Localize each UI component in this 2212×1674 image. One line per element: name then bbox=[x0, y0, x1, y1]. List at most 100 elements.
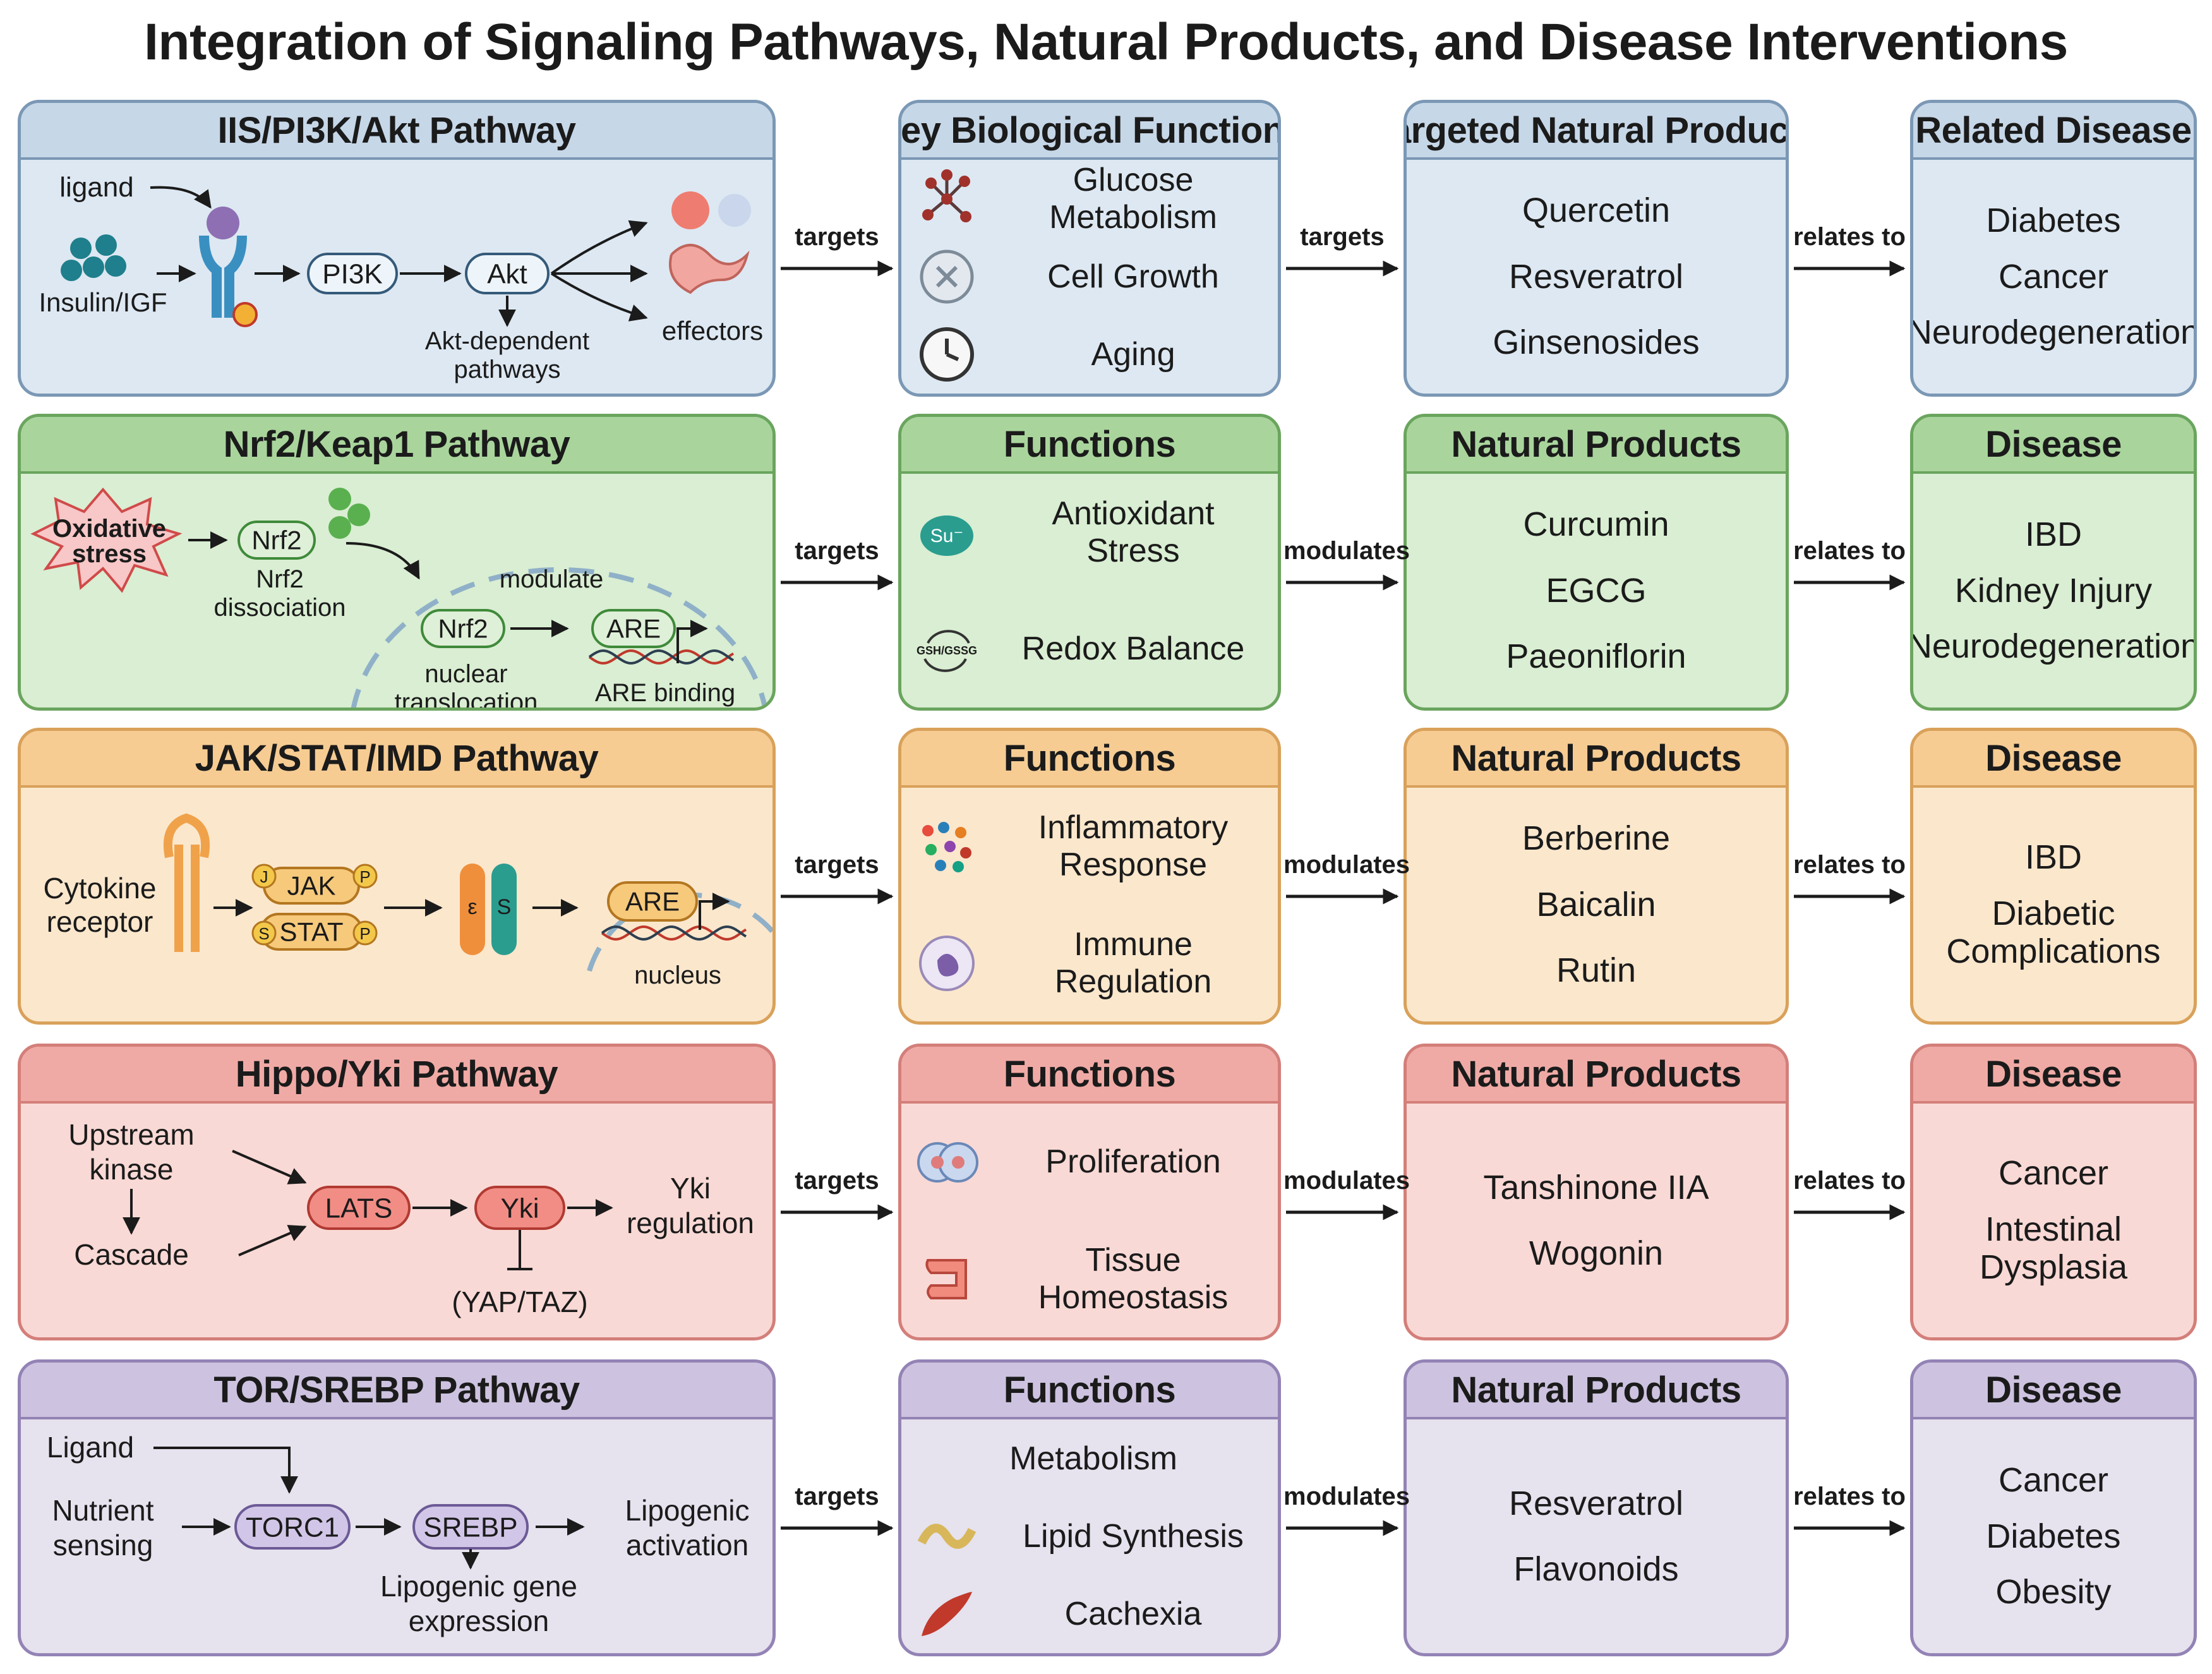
stat-dimer-icon bbox=[491, 864, 517, 955]
j-label: J bbox=[260, 867, 268, 886]
lipogenic-label: Lipogenic bbox=[625, 1494, 750, 1527]
insulin-molecule bbox=[70, 238, 92, 259]
are-node bbox=[591, 609, 676, 648]
connector-3: relates to bbox=[1791, 1167, 1908, 1230]
cascade-arrow bbox=[238, 1225, 307, 1256]
dots-icon bbox=[922, 821, 971, 872]
product-item: Curcumin bbox=[1523, 505, 1669, 544]
phosphate-icon bbox=[352, 920, 378, 946]
transcription-arrow bbox=[676, 620, 708, 663]
connector-label: modulates bbox=[1283, 1483, 1410, 1510]
function-item: Lipid Synthesis bbox=[915, 1502, 1271, 1571]
function-label: Lipid Synthesis bbox=[1023, 1517, 1244, 1555]
torc1-node bbox=[234, 1504, 351, 1550]
connector-label: targets bbox=[795, 223, 879, 251]
dna-strand bbox=[588, 649, 735, 665]
jak-label: JAK bbox=[287, 871, 335, 901]
keap1-icon bbox=[347, 503, 370, 526]
pathway-box-title: Nrf2/Keap1 Pathway bbox=[21, 417, 772, 474]
insulin-label: Insulin/IGF bbox=[39, 287, 167, 317]
disease-item: Neurodegeneration bbox=[1910, 627, 2197, 666]
product-item: Flavonoids bbox=[1513, 1550, 1679, 1588]
phosphate-icon bbox=[251, 920, 277, 946]
product-item: Resveratrol bbox=[1508, 1484, 1684, 1522]
connector-arrow bbox=[781, 260, 894, 277]
disease-item: Diabetes bbox=[1986, 202, 2121, 240]
phosphate-icon bbox=[232, 302, 258, 327]
yki-regulation-label: Yki bbox=[670, 1172, 711, 1205]
connector-label: modulates bbox=[1283, 537, 1410, 565]
keap1-icon bbox=[328, 488, 351, 510]
insulin-molecule bbox=[95, 234, 117, 256]
cell-icon bbox=[671, 191, 709, 229]
immune-cell-icon bbox=[919, 935, 975, 991]
nucleus-label: nucleus bbox=[634, 961, 721, 989]
lipogenic-label: activation bbox=[626, 1529, 748, 1562]
lipid-droplet-icon bbox=[917, 1524, 977, 1549]
functions-box: Key Biological FunctionsGlucose Metaboli… bbox=[898, 100, 1281, 397]
product-item: EGCG bbox=[1546, 571, 1647, 610]
connector-3: relates to bbox=[1791, 537, 1908, 600]
connector-2: modulates bbox=[1283, 851, 1410, 914]
lats-label: LATS bbox=[325, 1193, 393, 1224]
function-label: Cell Growth bbox=[1047, 258, 1219, 295]
product-item: Resveratrol bbox=[1508, 257, 1684, 296]
molecule-icon bbox=[922, 169, 971, 222]
cell-icon bbox=[718, 194, 751, 227]
products-box-title: Natural Products bbox=[1407, 417, 1786, 474]
connector-label: relates to bbox=[1793, 537, 1906, 565]
functions-box-title: Functions bbox=[901, 1047, 1278, 1104]
disease-item: IBD bbox=[2024, 515, 2083, 554]
disease-item: Diabetes bbox=[1986, 1517, 2121, 1555]
connector-label: modulates bbox=[1283, 851, 1410, 879]
nucleus-membrane bbox=[351, 567, 768, 708]
p-label: P bbox=[359, 924, 370, 943]
insulin-molecule bbox=[61, 260, 82, 281]
connector-1: targets bbox=[778, 537, 896, 600]
connector-arrow bbox=[1286, 1204, 1399, 1220]
connector-1: targets bbox=[778, 851, 896, 914]
effector-arrow bbox=[550, 220, 648, 275]
are-label: ARE bbox=[625, 887, 680, 917]
cell-division-icon bbox=[920, 250, 974, 304]
akt-label: Akt bbox=[487, 258, 527, 289]
upstream-arrow bbox=[232, 1150, 307, 1184]
products-box-title: Natural Products bbox=[1407, 1047, 1786, 1104]
function-item: Aging bbox=[915, 320, 1271, 389]
receptor-icon bbox=[199, 235, 247, 318]
connector-label: targets bbox=[795, 1483, 879, 1510]
connector-2: modulates bbox=[1283, 537, 1410, 600]
torc1-label: TORC1 bbox=[246, 1512, 339, 1543]
cytokine-receptor-icon bbox=[163, 813, 210, 952]
connector-label: relates to bbox=[1793, 223, 1906, 251]
connector-arrow bbox=[1794, 1204, 1906, 1220]
effector-arrow bbox=[550, 272, 648, 322]
products-box: Targeted Natural ProductsQuercetinResver… bbox=[1404, 100, 1789, 397]
function-label: Metabolism bbox=[1009, 1440, 1177, 1477]
product-item: Quercetin bbox=[1522, 191, 1671, 230]
connector-arrow bbox=[1794, 260, 1906, 277]
connector-2: modulates bbox=[1283, 1483, 1410, 1546]
akt-dependent-label: pathways bbox=[454, 356, 561, 383]
